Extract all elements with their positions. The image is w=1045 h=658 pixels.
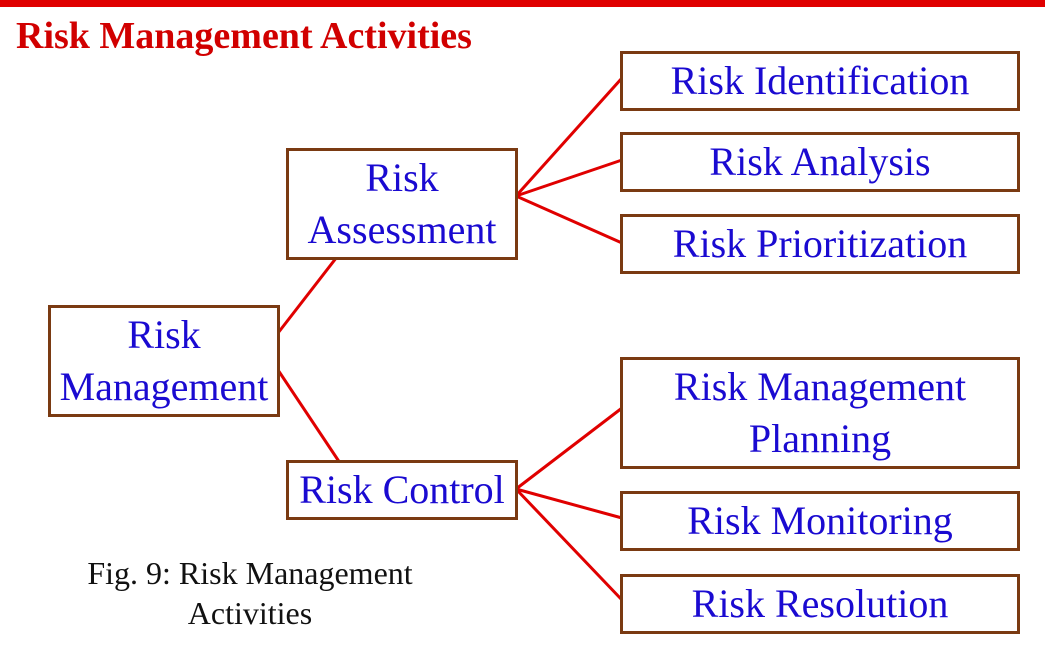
node-risk-analysis: Risk Analysis bbox=[620, 132, 1020, 192]
node-risk-management: Risk Management bbox=[48, 305, 280, 417]
node-risk-assessment: Risk Assessment bbox=[286, 148, 518, 260]
page-title: Risk Management Activities bbox=[16, 15, 472, 57]
connector-assessment-identification bbox=[514, 76, 624, 198]
connector-control-monitoring bbox=[515, 487, 623, 520]
node-risk-control: Risk Control bbox=[286, 460, 518, 520]
connector-control-resolution bbox=[514, 487, 624, 602]
connector-root-control bbox=[276, 369, 342, 464]
node-risk-monitoring: Risk Monitoring bbox=[620, 491, 1020, 551]
figure-caption: Fig. 9: Risk Management Activities bbox=[87, 555, 413, 631]
node-risk-prioritization: Risk Prioritization bbox=[620, 214, 1020, 274]
node-risk-management-planning: Risk Management Planning bbox=[620, 357, 1020, 469]
node-risk-resolution: Risk Resolution bbox=[620, 574, 1020, 634]
node-risk-identification: Risk Identification bbox=[620, 51, 1020, 111]
connector-root-assessment bbox=[276, 252, 342, 334]
connector-control-planning bbox=[515, 406, 623, 491]
connector-assessment-analysis bbox=[515, 158, 623, 198]
top-accent-bar bbox=[0, 0, 1045, 7]
connector-assessment-prioritization bbox=[515, 194, 623, 245]
